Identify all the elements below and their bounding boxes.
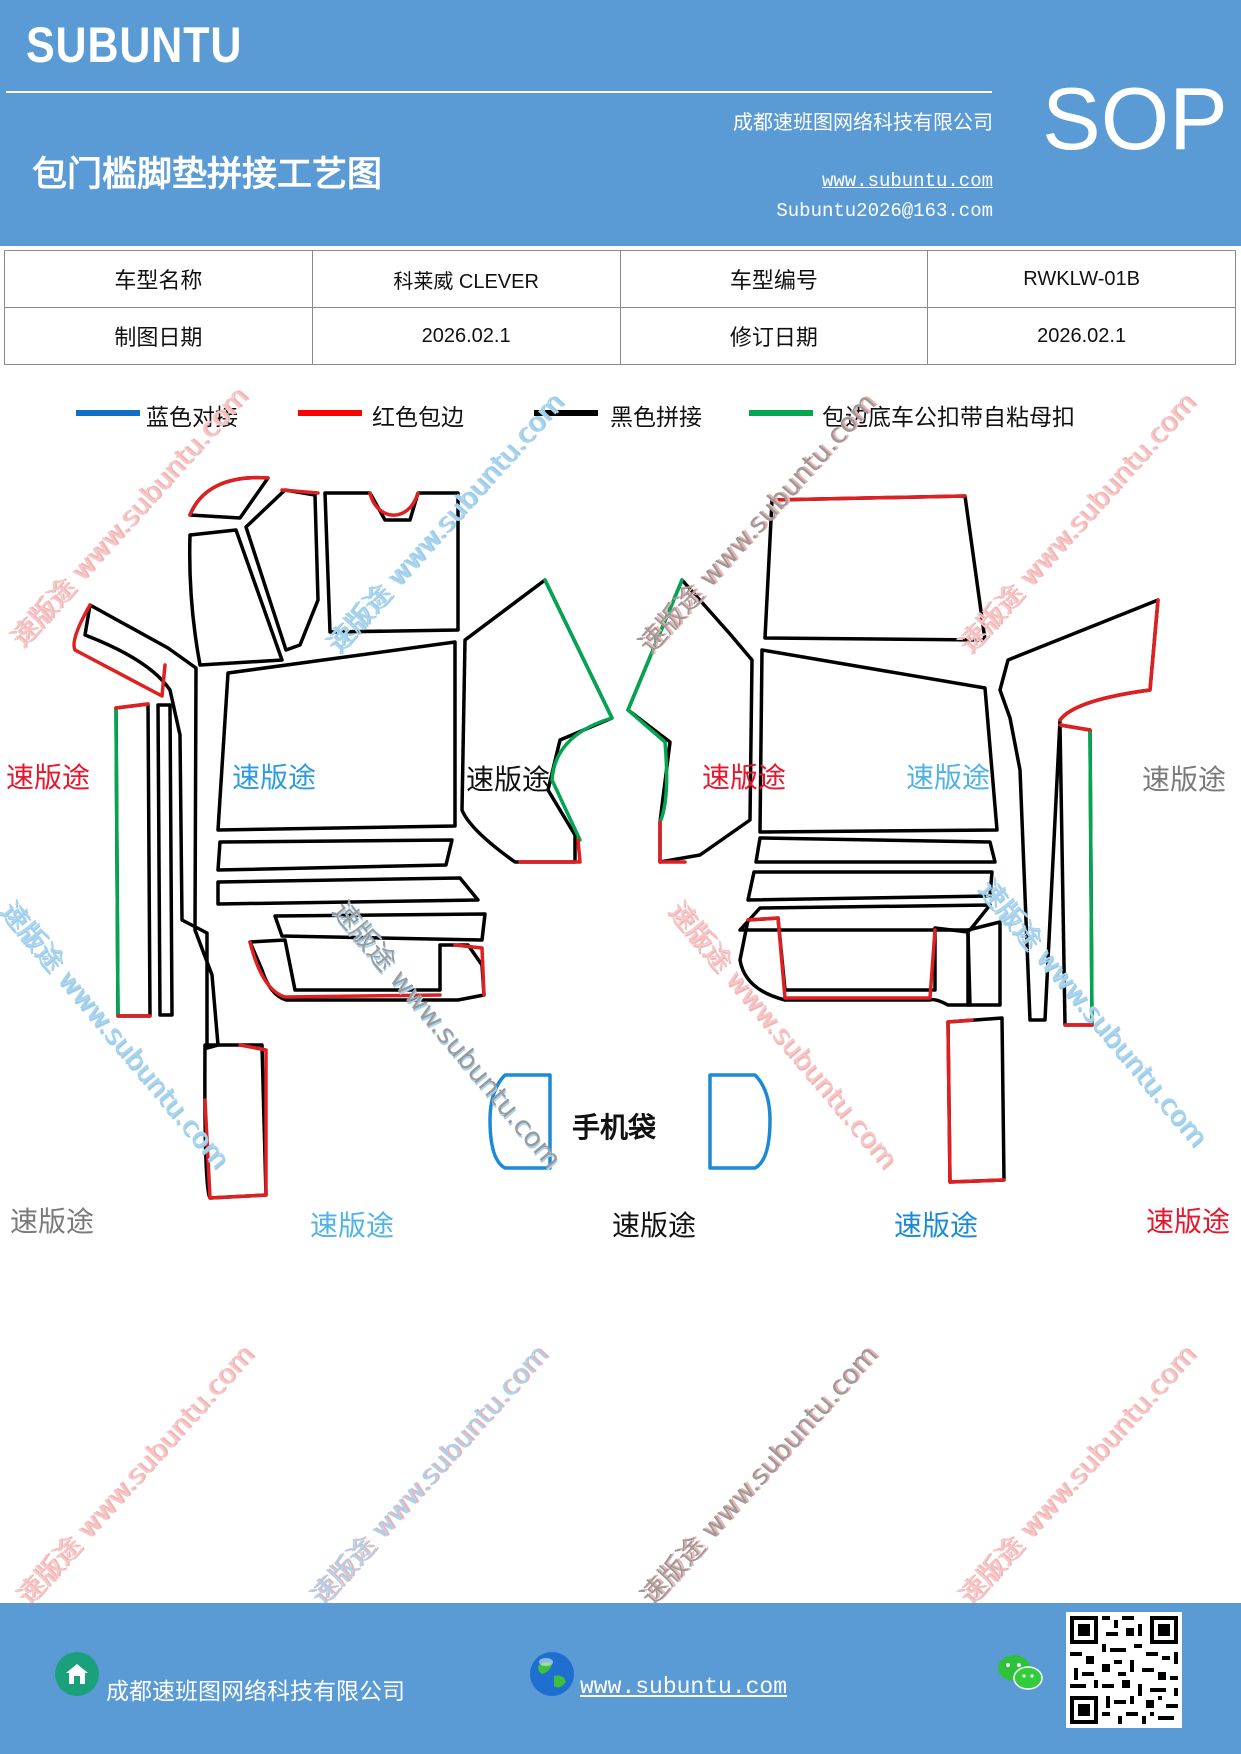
brand-logo: SUBUNTU (26, 17, 243, 73)
label-row1-2: 速版途 (232, 761, 317, 794)
header-company: 成都速班图网络科技有限公司 (733, 110, 993, 134)
model-code-value: RWKLW-01B (927, 250, 1236, 308)
table-row: 制图日期 2026.02.1 修订日期 2026.02.1 (4, 307, 1236, 365)
mat-piece-l-vstrip-green (114, 706, 120, 1018)
legend-red-swatch (298, 410, 362, 416)
model-name-label: 车型名称 (4, 250, 313, 308)
label-row2-4: 速版途 (894, 1209, 979, 1242)
header-email[interactable]: Subuntu2026@163.com (776, 200, 993, 222)
label-row1-3: 速版途 (466, 763, 551, 796)
mat-piece-l-side (460, 578, 614, 864)
mat-piece-l-vstrip (114, 702, 152, 1018)
mat-piece-l-upper-right-edge (280, 488, 420, 517)
mat-piece-r-side-red (658, 820, 687, 864)
mat-piece-l-vstrip-red (114, 702, 152, 1018)
table-row: 车型名称 科莱威 CLEVER 车型编号 RWKLW-01B (4, 250, 1236, 308)
info-table: 车型名称 科莱威 CLEVER 车型编号 RWKLW-01B 制图日期 2026… (4, 250, 1236, 365)
qr-code (1066, 1612, 1182, 1728)
label-row2-1: 速版途 (10, 1205, 95, 1238)
globe-icon (530, 1652, 574, 1696)
mat-piece-r-low-bar-edge (746, 916, 937, 1000)
draw-date-label: 制图日期 (4, 307, 313, 365)
label-row1-4: 速版途 (702, 761, 787, 794)
label-row1-6: 速版途 (1142, 763, 1227, 796)
mat-piece-r-vstrip-green (1088, 728, 1094, 1027)
phone-bag-label: 手机袋 (572, 1111, 657, 1144)
mat-piece-r-vstrip-red (1058, 723, 1094, 1027)
model-code-label: 车型编号 (619, 250, 929, 308)
legend-green-label: 包边底车公扣带自粘母扣 (822, 405, 1075, 431)
revise-date-label: 修订日期 (619, 307, 929, 365)
mat-piece-l-strip3 (273, 912, 487, 942)
mat-piece-l-side-red (518, 838, 582, 864)
revise-date-value: 2026.02.1 (927, 307, 1236, 365)
phone-bag-right (708, 1073, 772, 1170)
mat-piece-l-upper-left (187, 528, 284, 667)
mat-piece-r-long-arm-edge (1058, 598, 1160, 722)
mat-piece-r-small-tab (966, 920, 1002, 1007)
legend: 蓝色对接 红色包边 黑色拼接 包边底车公扣带自粘母扣 (0, 398, 1241, 438)
mat-piece-l-vstrip2 (156, 703, 174, 1017)
home-icon (55, 1652, 99, 1696)
header-website-link[interactable]: www.subuntu.com (821, 170, 993, 192)
label-row2-2: 速版途 (310, 1209, 395, 1242)
mat-piece-l-strip2 (216, 876, 480, 906)
mat-piece-l-big (216, 640, 457, 832)
mat-piece-l-long-arm (83, 603, 220, 1050)
legend-green-swatch (749, 410, 813, 416)
mat-piece-r-bottom-edge (946, 1018, 1006, 1184)
label-row2-5: 速版途 (1146, 1205, 1231, 1238)
legend-red-label: 红色包边 (372, 405, 464, 431)
mat-piece-l-top-small-edge (188, 475, 270, 517)
mat-piece-l-upper-mid (244, 488, 320, 652)
sop-mark: SOP (1042, 69, 1228, 168)
mat-piece-r-strip2 (746, 870, 994, 902)
mat-piece-l-long-arm-edge (72, 603, 167, 698)
mat-piece-r-top-edge (770, 494, 967, 502)
mat-piece-l-side-green (543, 578, 614, 842)
legend-blue-swatch (76, 410, 140, 416)
mat-piece-r-big (758, 648, 999, 834)
label-row1-5: 速版途 (906, 761, 991, 794)
mat-piece-l-strip1 (216, 838, 454, 872)
mat-piece-l-low-bar-edge (248, 940, 486, 999)
mat-piece-r-top (763, 494, 987, 642)
label-row2-3: 速版途 (612, 1209, 697, 1242)
footer-website-link[interactable]: www.subuntu.com (580, 1674, 788, 1700)
draw-date-value: 2026.02.1 (311, 307, 621, 365)
legend-blue-label: 蓝色对接 (146, 405, 238, 431)
header: SUBUNTU 成都速班图网络科技有限公司 包门槛脚垫拼接工艺图 www.sub… (0, 0, 1241, 246)
label-row1-1: 速版途 (6, 761, 91, 794)
mat-piece-r-bottom (946, 1016, 1006, 1184)
mat-piece-r-strip1 (754, 836, 997, 864)
legend-black-swatch (534, 410, 598, 416)
model-name-value: 科莱威 CLEVER (311, 250, 621, 308)
footer-company: 成都速班图网络科技有限公司 (106, 1679, 405, 1705)
page-title: 包门槛脚垫拼接工艺图 (32, 155, 383, 195)
phone-bag-left (488, 1073, 552, 1170)
legend-black-label: 黑色拼接 (610, 405, 702, 431)
mat-piece-l-bottom-edge (203, 1043, 268, 1200)
header-divider (6, 91, 992, 93)
wechat-icon (998, 1655, 1043, 1690)
mat-piece-r-side-green (626, 578, 684, 824)
